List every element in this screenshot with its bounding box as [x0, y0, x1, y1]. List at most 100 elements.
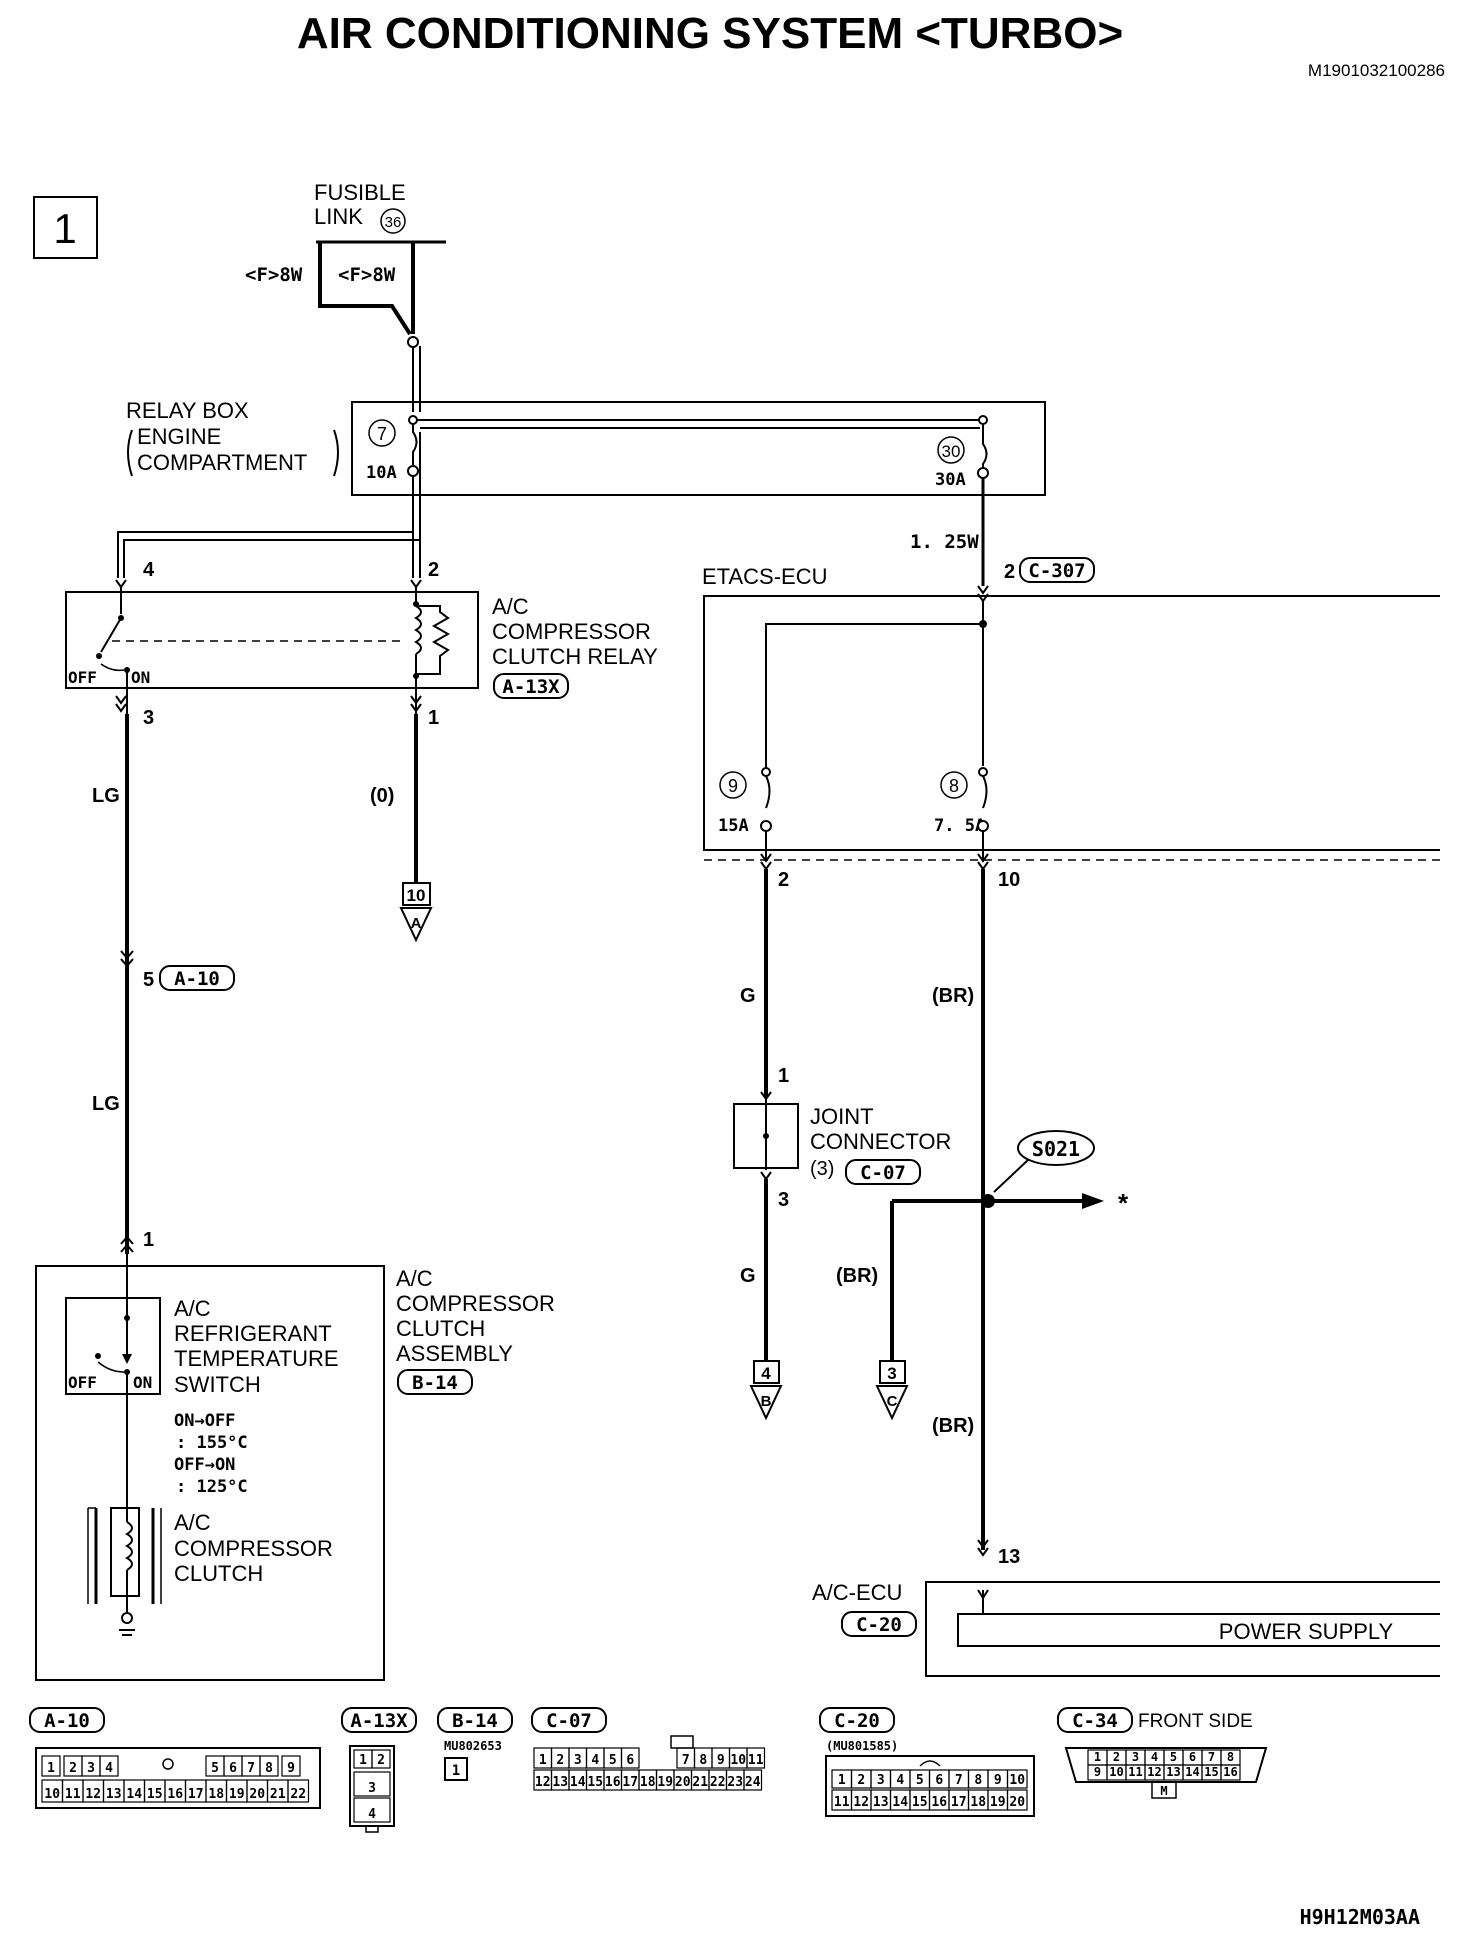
- fuse-8-rating: 7. 5A: [934, 816, 985, 836]
- conn-a10-pin: 12: [85, 1787, 101, 1802]
- relay-label-2: COMPRESSOR: [492, 619, 651, 644]
- joint-pin-3: 3: [778, 1189, 789, 1211]
- conn-a10-pin: 5: [211, 1761, 219, 1776]
- clutch-label: A/C: [174, 1510, 211, 1535]
- conn-c07-pin: 21: [692, 1775, 708, 1790]
- conn-a10-pin: 15: [147, 1787, 163, 1802]
- relay-on-label: ON: [131, 668, 150, 687]
- doc-id: M1901032100286: [1308, 61, 1445, 80]
- conn-a10-pin: 6: [229, 1761, 237, 1776]
- acecu-pin-13: 13: [998, 1546, 1020, 1568]
- fuse-30-number: 30: [942, 442, 961, 461]
- conn-c07-pin: 15: [587, 1775, 603, 1790]
- conn-a10-pin-cell: [41, 1755, 61, 1777]
- conn-c34-pin: 6: [1189, 1750, 1196, 1764]
- conn-c07-pin: 20: [675, 1775, 691, 1790]
- conn-c34-pin: 9: [1094, 1765, 1101, 1779]
- conn-a10-pin: 13: [106, 1787, 122, 1802]
- relay-connector: A-13X: [502, 676, 560, 698]
- conn-c07-pin: 4: [591, 1753, 599, 1768]
- assembly-label-2: COMPRESSOR: [396, 1291, 555, 1316]
- fusible-link-label: FUSIBLE: [314, 180, 406, 205]
- conn-a10-pin: 14: [126, 1787, 142, 1802]
- conn-b14-pin: 1: [452, 1763, 460, 1779]
- joint-label-2: CONNECTOR: [810, 1129, 951, 1154]
- joint-label: JOINT: [810, 1104, 874, 1129]
- relay-box-label: RELAY BOX: [126, 398, 249, 423]
- conn-a10-pin: 16: [167, 1787, 183, 1802]
- relay-box-label-3: COMPARTMENT: [137, 450, 307, 475]
- relay-pin-3: 3: [143, 707, 154, 729]
- relay-label: A/C: [492, 594, 529, 619]
- conn-c07-pin: 14: [570, 1775, 586, 1790]
- fuse-7-rating: 10A: [366, 463, 397, 483]
- relay-pin-1: 1: [428, 707, 439, 729]
- conn-a10-pin: 8: [265, 1761, 273, 1776]
- wire-size-125w: 1. 25W: [910, 531, 979, 553]
- fusible-link-number-circle: [380, 208, 406, 234]
- conn-c20-pin: 9: [994, 1773, 1002, 1788]
- conn-c07-pin: 7: [682, 1753, 690, 1768]
- conn-c07-pin: 5: [609, 1753, 617, 1768]
- conn-c07-pin-cell: [746, 1747, 766, 1769]
- conn-c20-pin: 16: [931, 1795, 947, 1810]
- a10-connector-tag: A-10: [174, 968, 220, 990]
- page-number-box: [33, 196, 98, 259]
- conn-a10-pin: 1: [47, 1761, 55, 1776]
- fusible-link-number: 36: [385, 214, 402, 231]
- etacs-pin-2: 2: [1004, 561, 1015, 583]
- conn-c07-pin: 11: [748, 1753, 764, 1768]
- conn-c07-pin: 17: [622, 1775, 638, 1790]
- conn-c34-pin: 7: [1208, 1750, 1215, 1764]
- fusible-link: FUSIBLE LINK 36 <F>8W <F>8W: [245, 180, 446, 348]
- conn-c07-pin: 2: [556, 1753, 564, 1768]
- wire-color-lg-lower: LG: [92, 1093, 120, 1115]
- relay-off-label: OFF: [68, 668, 97, 687]
- conn-a13x-name: A-13X: [350, 1710, 408, 1732]
- conn-c07-pin: 24: [745, 1775, 761, 1790]
- conn-a13x-pin: 1: [359, 1753, 367, 1768]
- conn-c20-pin-cell: [1006, 1769, 1028, 1789]
- ground-10-letter: A: [411, 915, 422, 932]
- conn-c07-pin: 23: [727, 1775, 743, 1790]
- connector-faces: A-10 A-13X B-14 MU802653 1 C-07 C-20 (MU…: [29, 1707, 1268, 1833]
- branch-asterisk: *: [1118, 1188, 1129, 1218]
- conn-c34-pin: 10: [1109, 1765, 1123, 1779]
- conn-c34-pin: 15: [1204, 1765, 1218, 1779]
- ground-3-number: 3: [887, 1364, 896, 1383]
- conn-c34-pin: 14: [1185, 1765, 1199, 1779]
- conn-c07-pin: 18: [640, 1775, 656, 1790]
- conn-a10-pin: 10: [44, 1787, 60, 1802]
- conn-c34-key: M: [1160, 1784, 1167, 1798]
- etacs-pin-out-10: 10: [998, 869, 1020, 891]
- conn-c20-pin: 8: [974, 1773, 982, 1788]
- conn-c20-pin: 18: [970, 1795, 986, 1810]
- conn-a13x-pin-cell: [353, 1797, 391, 1823]
- conn-c07-pin: 9: [717, 1753, 725, 1768]
- fuse-8-number: 8: [949, 776, 959, 796]
- ac-compressor-clutch-assembly: 1 OFF ON A/C REFRIGERANT TEMPERATURE SWI…: [35, 1229, 555, 1681]
- conn-a10-pin: 20: [249, 1787, 265, 1802]
- wire-color-br-branch: (BR): [836, 1265, 878, 1287]
- conn-a10-pin: 17: [188, 1787, 204, 1802]
- switch-off-label: OFF: [68, 1373, 97, 1392]
- joint-label-3: (3): [810, 1158, 834, 1180]
- conn-a10-pin: 22: [290, 1787, 306, 1802]
- relay-box-label-2: ENGINE: [137, 424, 221, 449]
- relay-pin-2: 2: [428, 559, 439, 581]
- switch-label-3: TEMPERATURE: [174, 1346, 339, 1371]
- conn-c07-pin: 13: [552, 1775, 568, 1790]
- conn-a10-pin-cell: [259, 1755, 279, 1777]
- conn-c34-pin: 5: [1170, 1750, 1177, 1764]
- conn-c20-pin: 19: [990, 1795, 1006, 1810]
- conn-c34-side: FRONT SIDE: [1138, 1711, 1253, 1732]
- ac-ecu: A/C-ECU C-20 POWER SUPPLY: [812, 1580, 1440, 1677]
- page-number: 1: [53, 205, 76, 252]
- joint-connector-tag: C-07: [860, 1162, 906, 1184]
- conn-c20-part: (MU801585): [826, 1739, 898, 1753]
- switch-label: A/C: [174, 1296, 211, 1321]
- conn-a10-pin: 2: [69, 1761, 77, 1776]
- conn-c20-pin: 12: [853, 1795, 869, 1810]
- conn-b14-name: B-14: [452, 1710, 498, 1732]
- conn-c20-pin: 5: [916, 1773, 924, 1788]
